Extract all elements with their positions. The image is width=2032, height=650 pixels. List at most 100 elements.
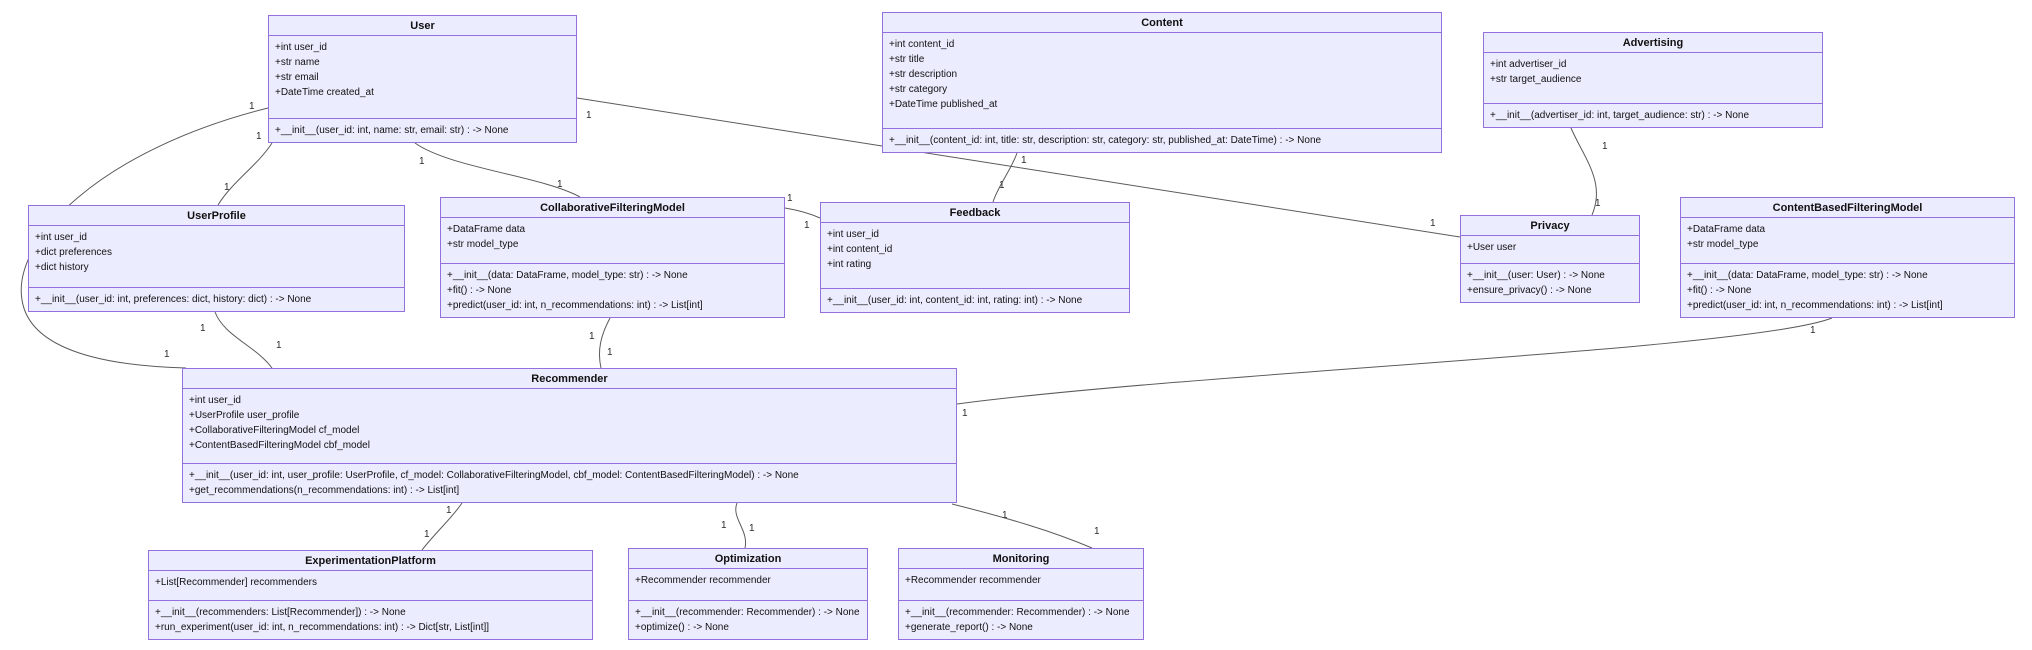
multiplicity-label: 1 (586, 110, 592, 121)
attributes-section: +int advertiser_id+str target_audience (1484, 53, 1822, 104)
methods-section: +__init__(advertiser_id: int, target_aud… (1484, 104, 1822, 127)
attribute-row: +DateTime created_at (275, 87, 374, 98)
attribute-row: +int content_id (827, 244, 893, 255)
methods-section: +__init__(recommender: Recommender) : ->… (629, 601, 867, 639)
methods-section: +__init__(user_id: int, content_id: int,… (821, 289, 1129, 312)
class-name: Content (883, 13, 1441, 33)
attribute-row: +Recommender recommender (635, 575, 771, 586)
attribute-row: +List[Recommender] recommenders (155, 577, 318, 588)
class-name: Recommender (183, 369, 956, 389)
methods-section: +__init__(recommender: Recommender) : ->… (899, 601, 1143, 639)
attribute-row: +int user_id (189, 395, 241, 406)
edge-UserProfile-Recommender (214, 311, 273, 369)
multiplicity-label: 1 (256, 131, 262, 142)
class-node-Recommender[interactable]: Recommender +int user_id+UserProfile use… (182, 368, 957, 503)
attribute-row: +DataFrame data (447, 224, 526, 235)
edge-CollaborativeFilteringModel-Feedback (784, 207, 821, 219)
attribute-row: +str description (889, 69, 958, 80)
methods-section: +__init__(data: DataFrame, model_type: s… (441, 264, 784, 317)
method-row: +__init__(user_id: int, user_profile: Us… (189, 470, 799, 481)
multiplicity-label: 1 (1430, 218, 1436, 229)
method-row: +predict(user_id: int, n_recommendations… (447, 300, 703, 311)
attribute-row: +str target_audience (1490, 74, 1582, 85)
class-name: User (269, 16, 576, 36)
method-row: +optimize() : -> None (635, 622, 729, 633)
edge-User-Recommender (20, 107, 269, 369)
edge-User-CollaborativeFilteringModel (414, 142, 581, 198)
attributes-section: +int user_id+UserProfile user_profile+Co… (183, 389, 956, 464)
attribute-row: +int user_id (275, 42, 327, 53)
method-row: +__init__(advertiser_id: int, target_aud… (1490, 110, 1750, 121)
attribute-row: +int user_id (35, 232, 87, 243)
attributes-section: +DataFrame data+str model_type (441, 218, 784, 264)
multiplicity-label: 1 (224, 182, 230, 193)
attributes-section: +User user (1461, 236, 1639, 264)
class-node-User[interactable]: User +int user_id+str name+str email+Dat… (268, 15, 577, 143)
class-node-Privacy[interactable]: Privacy +User user +__init__(user: User)… (1460, 215, 1640, 303)
class-name: Advertising (1484, 33, 1822, 53)
attributes-section: +int user_id+str name+str email+DateTime… (269, 36, 576, 119)
attribute-row: +DataFrame data (1687, 224, 1766, 235)
method-row: +fit() : -> None (447, 285, 512, 296)
class-node-ExperimentationPlatform[interactable]: ExperimentationPlatform +List[Recommende… (148, 550, 593, 640)
multiplicity-label: 1 (999, 180, 1005, 191)
class-node-Monitoring[interactable]: Monitoring +Recommender recommender +__i… (898, 548, 1144, 640)
attribute-row: +str model_type (1687, 239, 1759, 250)
class-name: Monitoring (899, 549, 1143, 569)
multiplicity-label: 1 (962, 408, 968, 419)
attributes-section: +List[Recommender] recommenders (149, 571, 592, 601)
attribute-row: +str name (275, 57, 320, 68)
multiplicity-label: 1 (787, 193, 793, 204)
class-name: Optimization (629, 549, 867, 569)
attribute-row: +User user (1467, 242, 1517, 253)
methods-section: +__init__(recommenders: List[Recommender… (149, 601, 592, 639)
multiplicity-label: 1 (164, 349, 170, 360)
multiplicity-label: 1 (200, 323, 206, 334)
method-row: +generate_report() : -> None (905, 622, 1033, 633)
multiplicity-label: 1 (424, 529, 430, 540)
methods-section: +__init__(user_id: int, preferences: dic… (29, 288, 404, 311)
class-node-Advertising[interactable]: Advertising +int advertiser_id+str targe… (1483, 32, 1823, 128)
method-row: +__init__(user_id: int, content_id: int,… (827, 295, 1083, 306)
attribute-row: +int content_id (889, 39, 955, 50)
multiplicity-label: 1 (589, 331, 595, 342)
method-row: +run_experiment(user_id: int, n_recommen… (155, 622, 490, 633)
class-node-Content[interactable]: Content +int content_id +str title +str de… (882, 12, 1442, 153)
method-row: +__init__(user_id: int, preferences: dic… (35, 294, 312, 305)
attribute-row: +Recommender recommender (905, 575, 1041, 586)
attribute-row: +CollaborativeFilteringModel cf_model (189, 425, 360, 436)
edge-ContentBasedFilteringModel-Recommender (956, 317, 1833, 405)
class-node-ContentBasedFilteringModel[interactable]: ContentBasedFilteringModel +DataFrame da… (1680, 197, 2015, 318)
attribute-row: +str category (889, 84, 948, 95)
methods-section: +__init__(user: User) : -> None +ensure_p… (1461, 264, 1639, 302)
multiplicity-label: 1 (276, 340, 282, 351)
attributes-section: +int content_id +str title +str descriptio… (883, 33, 1441, 129)
class-node-UserProfile[interactable]: UserProfile +int user_id +dict preference… (28, 205, 405, 312)
method-row: +__init__(content_id: int, title: str, d… (889, 135, 1322, 146)
multiplicity-label: 1 (804, 220, 810, 231)
method-row: +__init__(recommender: Recommender) : ->… (635, 607, 860, 618)
method-row: +__init__(user: User) : -> None (1467, 270, 1605, 281)
class-node-CollaborativeFilteringModel[interactable]: CollaborativeFilteringModel +DataFrame d… (440, 197, 785, 318)
method-row: +__init__(recommender: Recommender) : ->… (905, 607, 1130, 618)
attribute-row: +dict history (35, 262, 89, 273)
attribute-row: +int user_id (827, 229, 879, 240)
methods-section: +__init__(content_id: int, title: str, d… (883, 129, 1441, 152)
class-node-Optimization[interactable]: Optimization +Recommender recommender +_… (628, 548, 868, 640)
method-row: +ensure_privacy() : -> None (1467, 285, 1592, 296)
class-node-Feedback[interactable]: Feedback +int user_id+int content_id+int… (820, 202, 1130, 313)
attributes-section: +int user_id +dict preferences +dict histo… (29, 226, 404, 288)
multiplicity-label: 1 (1810, 325, 1816, 336)
edge-Advertising-Privacy (1570, 127, 1597, 216)
multiplicity-label: 1 (1595, 198, 1601, 209)
edge-Recommender-ExperimentationPlatform (421, 502, 463, 551)
method-row: +__init__(data: DataFrame, model_type: s… (1687, 270, 1928, 281)
attribute-row: +dict preferences (35, 247, 112, 258)
class-name: UserProfile (29, 206, 404, 226)
methods-section: +__init__(user_id: int, user_profile: Us… (183, 464, 956, 502)
method-row: +__init__(recommenders: List[Recommender… (155, 607, 406, 618)
attribute-row: +str title (889, 54, 925, 65)
multiplicity-label: 1 (607, 347, 613, 358)
